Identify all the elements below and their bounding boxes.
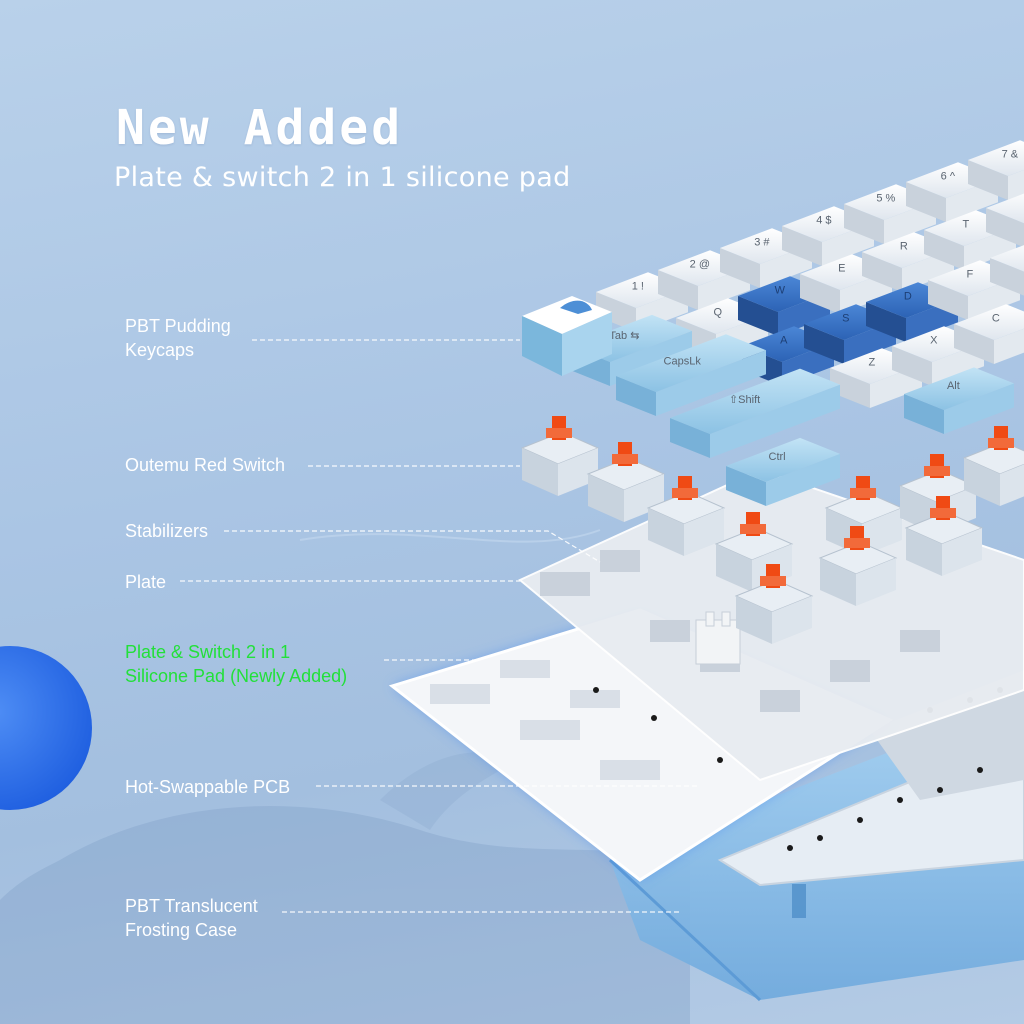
keycap-row3-0-legend: A bbox=[780, 335, 788, 347]
wave-curve bbox=[299, 529, 601, 543]
keycap-row2-5: Y bbox=[986, 193, 1024, 248]
keycap-mod-3-legend: Ctrl bbox=[769, 451, 786, 463]
headline: New Added bbox=[116, 100, 404, 156]
callout-silicone-pad-line-1: Plate & Switch 2 in 1 bbox=[125, 642, 291, 662]
keycap-row1-4-legend: 5 % bbox=[876, 193, 895, 205]
keycap-row2-3-legend: R bbox=[900, 241, 908, 253]
callout-case: PBT Translucent Frosting Case bbox=[125, 894, 258, 942]
callout-stabilizers-line-1: Stabilizers bbox=[125, 521, 209, 541]
callout-silicone-pad: Plate & Switch 2 in 1 Silicone Pad (Newl… bbox=[125, 640, 347, 688]
keycap-mod-4-legend: Alt bbox=[947, 380, 960, 392]
keycap-mod-0-legend: Tab ⇆ bbox=[609, 330, 639, 342]
keycap-row1-0-legend: 1 ! bbox=[632, 281, 644, 293]
whale-silhouette-icon bbox=[0, 752, 690, 1024]
keycap-row1-6: 7 & bbox=[968, 140, 1024, 200]
callout-lines bbox=[180, 339, 700, 913]
keycap-row3-3-legend: F bbox=[966, 269, 973, 281]
keycap-mod-2-legend: ⇧Shift bbox=[729, 394, 760, 406]
keycap-mod-1-legend: CapsLk bbox=[664, 355, 702, 367]
esc-keycap bbox=[522, 296, 612, 376]
pbt-pudding-keycaps: 1 ! 2 @ 3 # 4 $ 5 % 6 ^ 7 & Q W E R T Y A S D F G Z X C T… bbox=[522, 140, 1024, 506]
keycap-mod-4: Alt bbox=[904, 367, 1014, 434]
blue-sphere-icon bbox=[0, 646, 92, 810]
callout-switch: Outemu Red Switch bbox=[125, 453, 285, 477]
callout-stabilizers: Stabilizers bbox=[125, 519, 208, 543]
subtitle: Plate & switch 2 in 1 silicone pad bbox=[114, 162, 571, 193]
callout-keycaps-line-2: Keycaps bbox=[125, 340, 195, 360]
keycap-row1-2-legend: 3 # bbox=[754, 237, 770, 249]
keycap-row3-4: G bbox=[990, 245, 1024, 296]
callout-pcb-line-1: Hot-Swappable PCB bbox=[125, 777, 291, 797]
callout-keycaps-line-1: PBT Pudding bbox=[125, 316, 231, 336]
keycap-row4-2: C bbox=[954, 304, 1024, 364]
keycap-mod-3: Ctrl bbox=[726, 437, 840, 506]
keycap-row2-1-legend: W bbox=[775, 285, 786, 297]
keycap-row1-5-legend: 6 ^ bbox=[941, 171, 956, 183]
keycap-row2-0-legend: Q bbox=[714, 307, 723, 319]
keycap-row4-0-legend: Z bbox=[868, 357, 875, 369]
keycap-row2-2-legend: E bbox=[838, 263, 845, 275]
outemu-red-switches bbox=[520, 416, 1024, 644]
keycap-row3-2-legend: D bbox=[904, 291, 912, 303]
keycap-row4-1-legend: X bbox=[930, 335, 938, 347]
keycap-row3-1-legend: S bbox=[842, 313, 849, 325]
keycap-row1-1-legend: 2 @ bbox=[690, 259, 710, 271]
callout-case-line-2: Frosting Case bbox=[125, 920, 238, 940]
keycap-row1-6-legend: 7 & bbox=[1002, 149, 1019, 161]
callout-plate: Plate bbox=[125, 570, 166, 594]
keycap-mod-2: ⇧Shift bbox=[670, 368, 840, 458]
keycap-mod-1: CapsLk bbox=[616, 334, 766, 416]
callout-keycaps: PBT Pudding Keycaps bbox=[125, 314, 231, 362]
stabilizer-part bbox=[695, 611, 741, 665]
keycap-row4-2-legend: C bbox=[992, 313, 1000, 325]
keycap-row2-4-legend: T bbox=[962, 219, 969, 231]
callout-silicone-pad-line-2: Silicone Pad (Newly Added) bbox=[125, 666, 348, 686]
callout-switch-line-1: Outemu Red Switch bbox=[125, 455, 286, 475]
callout-pcb: Hot-Swappable PCB bbox=[125, 775, 290, 799]
callout-plate-line-1: Plate bbox=[125, 572, 167, 592]
callout-case-line-1: PBT Translucent bbox=[125, 896, 258, 916]
keycap-row1-3-legend: 4 $ bbox=[816, 215, 831, 227]
